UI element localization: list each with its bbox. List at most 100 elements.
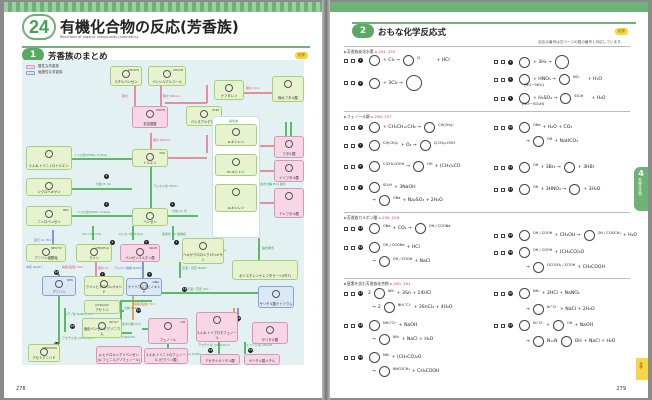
- subject-side-tab[interactable]: 化学: [636, 358, 648, 380]
- label-oxidation-v2o5: 酸化 V₂O₅: [246, 86, 260, 90]
- reaction-reagent: + HNO₃ →: [533, 77, 556, 82]
- compound-methyl-salicylate: サリチル酸メチル: [244, 354, 280, 365]
- label-decompose: 分解 H₂SO₄: [124, 306, 140, 310]
- checkbox[interactable]: [501, 165, 505, 170]
- substituent: OCOCH₃ / COOH: [546, 262, 576, 267]
- checkbox[interactable]: [344, 245, 348, 250]
- checkbox[interactable]: [494, 125, 498, 130]
- reaction-byproduct: + CH₃COOH: [411, 369, 440, 374]
- page-reference: p.256, 257: [370, 114, 392, 119]
- reaction-reagent: + 3Br₂ →: [540, 165, 561, 170]
- checkbox[interactable]: [494, 250, 498, 255]
- substituent: NH₃⁺Cl⁻: [397, 302, 412, 307]
- coefficient: 2: [368, 291, 371, 296]
- checkbox[interactable]: [351, 58, 355, 63]
- checkbox[interactable]: [344, 226, 348, 231]
- compound-name: 2,4,6-トリブロモフェノール: [197, 331, 237, 340]
- checkbox[interactable]: [494, 291, 498, 296]
- benzene-ring-icon: [519, 247, 530, 258]
- compound-name: フタル酸: [282, 152, 296, 156]
- substituent: C(CH₃)₂OOH: [433, 140, 455, 145]
- benzene-ring-icon: [369, 182, 380, 193]
- reaction-byproduct: + H₂O: [622, 233, 638, 238]
- checkbox[interactable]: [351, 245, 355, 250]
- checkbox[interactable]: [351, 81, 355, 85]
- benzene-ring-icon: [272, 290, 280, 298]
- section-number: 1: [22, 48, 44, 62]
- checkbox[interactable]: [494, 233, 498, 238]
- checkbox[interactable]: [501, 250, 505, 255]
- checkbox[interactable]: [501, 125, 505, 130]
- checkbox[interactable]: [351, 226, 355, 231]
- checkbox[interactable]: [501, 96, 505, 101]
- reaction-byproduct: + 3SnCl₄ + 4H₂O: [413, 305, 453, 310]
- substituent: NO₂: [387, 288, 395, 293]
- label-neutralize: 中和 NaOH: [26, 265, 42, 269]
- reaction-reagent: + CH₃OH →: [554, 233, 581, 238]
- checkbox[interactable]: [344, 323, 348, 328]
- checkbox[interactable]: [344, 125, 348, 130]
- checkbox[interactable]: [351, 355, 355, 360]
- checkbox[interactable]: [344, 164, 348, 169]
- label-methanol-ester: エステル化 CH₃OH: [246, 343, 273, 347]
- checkbox[interactable]: [351, 323, 355, 328]
- checkbox[interactable]: [344, 355, 348, 360]
- checkbox[interactable]: [501, 60, 505, 64]
- reaction-reagent: + O₂ →: [400, 143, 417, 148]
- checkbox[interactable]: [494, 187, 498, 192]
- compound-tribromophenol: 2,4,6-トリブロモフェノール: [196, 312, 238, 342]
- reaction-byproduct: + NaCl + 2H₂O: [560, 307, 595, 312]
- checkbox[interactable]: [494, 60, 498, 64]
- compound-aniline-hydrochloride: NH₃⁺Cl⁻アニリン塩酸塩: [26, 244, 66, 262]
- page-number: 279: [616, 386, 626, 392]
- reaction-number: 17: [358, 291, 363, 296]
- checkbox[interactable]: [351, 125, 355, 130]
- compound-name: ポリエチレンテレフタラート(PET): [239, 274, 291, 278]
- benzene-ring-icon: [122, 70, 130, 78]
- checkbox[interactable]: [494, 77, 498, 82]
- connector: [206, 85, 208, 103]
- divider: [344, 278, 630, 279]
- checkbox[interactable]: [344, 143, 348, 148]
- chapter-number: 24: [22, 14, 56, 40]
- connector: [167, 157, 207, 159]
- checkbox[interactable]: [351, 164, 355, 169]
- connector: [258, 238, 260, 260]
- benzene-ring-icon: [519, 288, 530, 299]
- checkbox[interactable]: [344, 58, 348, 63]
- step-number: 6: [110, 240, 115, 245]
- checkbox[interactable]: [351, 291, 355, 296]
- connector: [260, 170, 274, 172]
- reaction-16-product: →OCOCH₃ / COOH+ CH₃COOH: [526, 262, 605, 273]
- checkbox[interactable]: [501, 233, 505, 238]
- reaction-1: 1+ Cl₂ →Cl+ HCl: [344, 55, 450, 66]
- label-hydrolysis: 加水分解 H₂O: [122, 322, 141, 326]
- checkbox[interactable]: [351, 185, 355, 190]
- group-title: 芳香族炭化水素: [346, 49, 374, 54]
- benzene-ring-icon: [285, 140, 293, 148]
- reaction-reagent: + 3H₂ →: [533, 59, 552, 65]
- checkbox[interactable]: [494, 165, 498, 170]
- checkbox[interactable]: [501, 323, 505, 328]
- checkbox[interactable]: [351, 143, 355, 148]
- checkbox[interactable]: [501, 77, 505, 82]
- checkbox[interactable]: [344, 81, 348, 85]
- compound-name: アニリン塩酸塩: [34, 256, 58, 260]
- legend-basic: 塩基性な芳香族: [26, 70, 63, 75]
- checkbox[interactable]: [344, 185, 348, 190]
- checkbox[interactable]: [494, 323, 498, 328]
- reaction-number: 9: [358, 185, 363, 190]
- connector: [218, 342, 220, 354]
- checkbox[interactable]: [344, 291, 348, 296]
- checkbox[interactable]: [501, 187, 505, 192]
- substituent: OH: [567, 320, 573, 325]
- reaction-number: 4: [508, 77, 513, 82]
- checkbox[interactable]: [501, 291, 505, 296]
- reaction-byproduct: + 3H₂O: [583, 187, 601, 192]
- triangle-bullet-icon: ▶: [344, 114, 347, 119]
- checkbox[interactable]: [494, 96, 498, 101]
- label-hydrolysis-dehydration: 加水分解 H₂O 脱水: [260, 182, 286, 186]
